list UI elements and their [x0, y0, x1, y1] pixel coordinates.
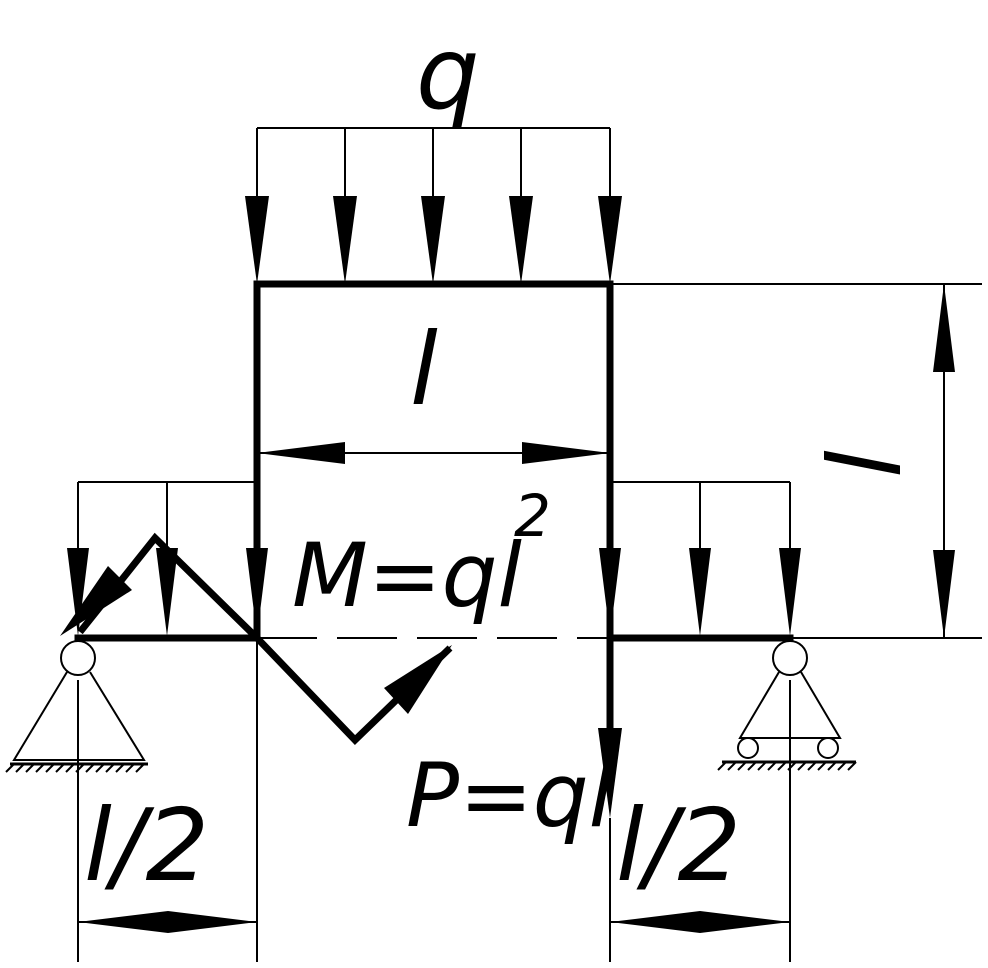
top-distributed-load: [245, 127, 622, 284]
top-load-arrow: [509, 128, 533, 284]
moment-exponent: 2: [514, 482, 551, 550]
top-load-arrow: [421, 128, 445, 284]
right-distributed-load: [599, 481, 801, 636]
top-load-arrow: [598, 128, 622, 284]
left-load-arrow: [67, 482, 89, 636]
left-load-arrow: [246, 482, 268, 636]
top-load-arrow: [333, 128, 357, 284]
left-overhang-label: l/2: [84, 787, 209, 904]
right-overhang-label: l/2: [616, 787, 741, 904]
load-label-q: q: [416, 15, 479, 132]
right-overhang-dimension: [609, 680, 791, 962]
span-dimension: [257, 442, 610, 464]
top-load-arrow: [245, 128, 269, 284]
left-overhang-dimension: [77, 638, 258, 962]
height-label: l: [807, 450, 924, 478]
roller-support-icon: [717, 640, 857, 771]
height-dimension: [610, 283, 982, 639]
moment-label: M=ql: [292, 524, 523, 627]
span-label: l: [410, 311, 438, 428]
force-label: P=ql: [406, 744, 614, 847]
point-force-arrow-icon: [598, 728, 622, 818]
right-load-arrow: [779, 482, 801, 636]
right-load-arrow: [689, 482, 711, 636]
right-load-arrow: [599, 482, 621, 636]
